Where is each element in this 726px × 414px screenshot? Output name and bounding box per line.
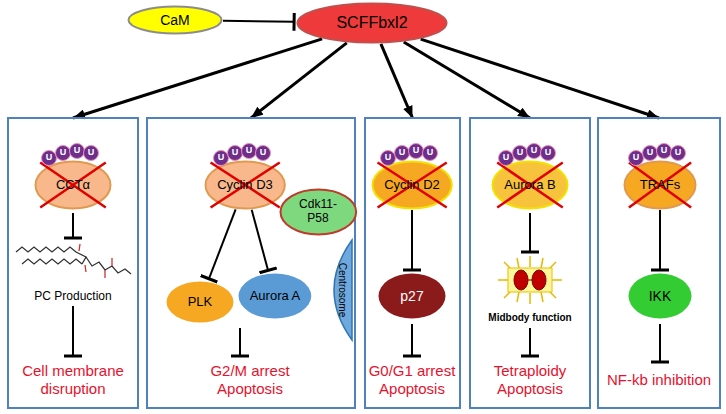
activation-arrow xyxy=(381,44,413,118)
cross-mark xyxy=(40,163,106,208)
cross-mark xyxy=(497,163,563,208)
kinase-ellipse: PLK xyxy=(165,280,235,324)
inhibition-connector xyxy=(209,209,236,278)
node-label: Cdk11-P58 xyxy=(292,198,345,226)
inhibition-connector xyxy=(223,21,294,22)
kinase-ellipse: Aurora A xyxy=(237,272,313,320)
outcome-label: NF-kb inhibition xyxy=(599,371,719,389)
node-label: CCTα xyxy=(56,178,90,193)
node-label: Aurora A xyxy=(250,289,301,304)
substrate-ellipse: TRAFs xyxy=(623,160,697,210)
node-label: Centrosome xyxy=(337,263,348,317)
activation-arrow xyxy=(421,39,659,118)
ubiquitin-tag: U xyxy=(83,145,99,161)
cross-mark xyxy=(629,163,691,208)
midbody-illustration xyxy=(498,256,562,304)
node-label: Cyclin D2 xyxy=(384,178,440,193)
activation-arrow xyxy=(251,43,347,118)
outcome-label: Cell membrane disruption xyxy=(11,362,135,398)
node-label: Cyclin D3 xyxy=(217,178,273,193)
inhibition-connector xyxy=(252,210,268,271)
phosphatidylcholine-molecule xyxy=(16,244,131,278)
node-label: Aurora B xyxy=(504,178,555,193)
ubiquitin-tag: U xyxy=(422,145,438,161)
connector-layer xyxy=(73,21,660,279)
substrate-ellipse: Aurora B xyxy=(491,160,569,210)
node-label: TRAFs xyxy=(640,178,680,193)
cross-mark xyxy=(377,163,446,208)
cross-mark xyxy=(210,163,279,208)
ubiquitin-tag: U xyxy=(255,145,271,161)
substrate-ellipse: Cyclin D2 xyxy=(371,160,453,210)
node-label: PLK xyxy=(188,295,213,310)
pathway-panel: G2/M arrest Apoptosis Cyclin D3 Cdk11-P58P… xyxy=(147,118,355,408)
outcome-label: Tetraploidy Apoptosis xyxy=(473,362,587,398)
pathway-panel: NF-kb inhibition TRAFsIKK xyxy=(598,118,720,408)
ubiquitin-tag: U xyxy=(670,145,686,161)
kinase-ellipse: Cdk11-P58 xyxy=(279,188,358,236)
kinase-ellipse: IKK xyxy=(627,272,693,320)
outcome-label: G0/G1 arrest Apoptosis xyxy=(366,362,459,398)
product-label: PC Production xyxy=(12,289,134,303)
inhibitor-ellipse: CaM xyxy=(127,5,223,35)
node-label: CaM xyxy=(160,12,190,28)
inhibition-leaders xyxy=(73,213,660,362)
node-label: IKK xyxy=(649,288,672,304)
pathway-panel: G0/G1 arrest Apoptosis Cyclin D2 p27 xyxy=(365,118,460,408)
centrosome-shape: Centrosome xyxy=(324,238,354,342)
substrate-ellipse: CCTα xyxy=(34,160,112,210)
pathway-panel: Midbody functionTetraploidy Apoptosis Aur… xyxy=(470,118,590,408)
inhibition-connector xyxy=(659,210,661,270)
node-label: SCFFbxl2 xyxy=(336,14,407,32)
substrate-ellipse: Cyclin D3 xyxy=(204,160,286,210)
pathway-panel: PC ProductionCell membrane disruption CCT… xyxy=(8,118,138,408)
ligase-ellipse: SCFFbxl2 xyxy=(296,2,448,44)
node-label: p27 xyxy=(400,288,423,304)
ubiquitin-tag: U xyxy=(540,145,556,161)
inhibitor-ellipse: p27 xyxy=(377,272,447,320)
activation-arrow xyxy=(73,39,322,118)
structure-label: Midbody function xyxy=(474,312,586,324)
outcome-label: G2/M arrest Apoptosis xyxy=(195,362,305,398)
inhibition-connector xyxy=(411,210,413,270)
